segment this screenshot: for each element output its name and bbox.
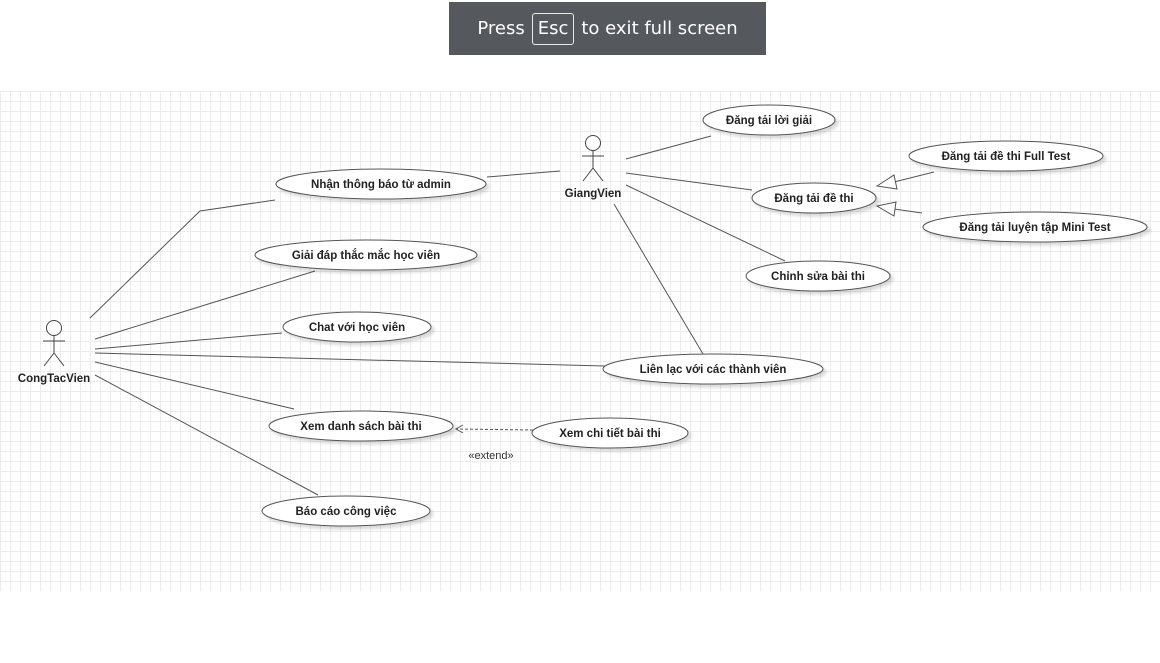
use-case-diagram: «extend» CongTacVien GiangVien [18, 104, 1148, 527]
usecase-chat[interactable] [282, 311, 432, 343]
esc-key-hint: Esc [531, 12, 575, 45]
usecase-lien-lac[interactable] [602, 353, 824, 385]
assoc-gv-de-thi [625, 172, 753, 191]
usecase-nhan-thong-bao[interactable] [275, 168, 487, 200]
assoc-gv-nhan-thong-bao [486, 170, 561, 178]
usecase-dang-tai-loi-giai[interactable] [702, 104, 836, 136]
associations-giangvien [486, 135, 786, 355]
usecase-nhan-thong-bao-label: Nhận thông báo từ admin [311, 179, 451, 191]
usecase-xem-chi-tiet[interactable] [531, 417, 689, 449]
extend-dependency: «extend» [454, 424, 534, 462]
usecase-dang-tai-de-thi-label: Đăng tải đề thi [774, 193, 853, 205]
actor-giangvien [582, 135, 604, 182]
usecase-xem-danh-sach[interactable] [268, 410, 454, 442]
usecase-bao-cao[interactable] [261, 495, 431, 527]
diagram-canvas: «extend» CongTacVien GiangVien [0, 91, 1160, 591]
gen-mini-test-line [893, 208, 923, 214]
fullscreen-notice-rest: to exit full screen [581, 18, 738, 39]
usecase-giai-dap-label: Giải đáp thắc mắc học viên [292, 249, 440, 262]
usecase-chinh-sua-label: Chỉnh sửa bài thi [771, 271, 865, 283]
gen-full-test-line [893, 171, 935, 183]
usecase-dang-tai-full-test[interactable] [908, 140, 1104, 172]
usecase-dang-tai-loi-giai-label: Đăng tải lời giải [726, 115, 812, 127]
assoc-ctv-giai-dap [94, 270, 316, 340]
usecase-chinh-sua[interactable] [745, 260, 891, 292]
usecase-dang-tai-de-thi[interactable] [751, 182, 877, 214]
assoc-gv-loi-giai [625, 135, 712, 160]
usecase-dang-tai-full-test-label: Đăng tải đề thi Full Test [942, 151, 1071, 163]
usecase-dang-tai-mini-test-label: Đăng tải luyện tập Mini Test [959, 222, 1110, 234]
usecase-bao-cao-label: Báo cáo công việc [296, 506, 398, 518]
actor-giangvien-label: GiangVien [565, 188, 622, 200]
usecase-chat-label: Chat với học viên [309, 322, 405, 334]
fullscreen-notice: Press Esc to exit full screen [449, 2, 766, 55]
assoc-ctv-nhan-thong-bao [89, 199, 276, 319]
assoc-ctv-bao-cao [94, 374, 319, 496]
assoc-ctv-chat [94, 332, 283, 350]
associations-congtacvien [89, 199, 606, 496]
assoc-ctv-xem-danh-sach [94, 361, 295, 410]
assoc-ctv-lien-lac [94, 352, 606, 367]
usecase-lien-lac-label: Liên lạc với các thành viên [640, 364, 787, 376]
usecase-xem-danh-sach-label: Xem danh sách bài thi [300, 421, 421, 433]
assoc-gv-lien-lac [613, 203, 704, 355]
usecase-dang-tai-mini-test[interactable] [922, 211, 1148, 243]
gen-full-test-arrowhead [875, 174, 898, 190]
assoc-gv-chinh-sua [625, 184, 786, 262]
usecase-giai-dap[interactable] [254, 239, 478, 271]
actor-congtacvien-label: CongTacVien [18, 373, 90, 385]
usecase-xem-chi-tiet-label: Xem chi tiết bài thi [559, 428, 661, 440]
gen-mini-test-arrowhead [875, 201, 897, 217]
fullscreen-notice-press: Press [477, 18, 525, 39]
generalizations [875, 171, 935, 217]
extend-label: «extend» [468, 450, 513, 462]
actor-congtacvien [43, 320, 65, 367]
